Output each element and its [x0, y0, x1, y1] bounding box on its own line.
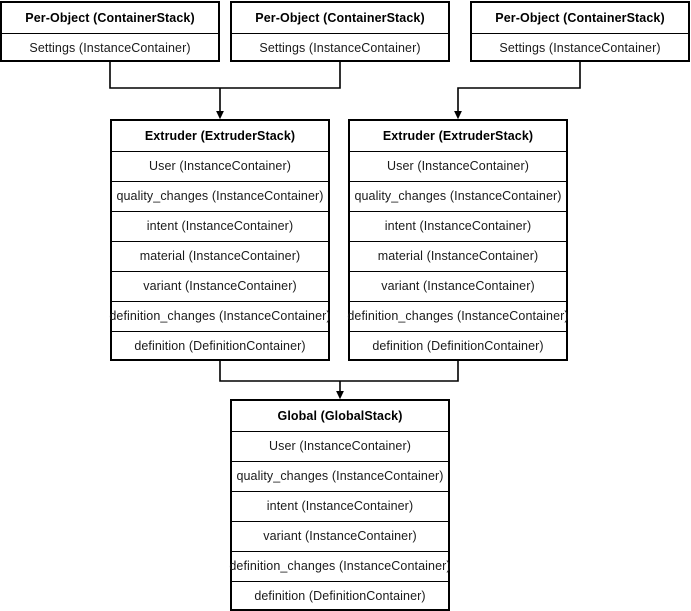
node-header: Extruder (ExtruderStack) — [144, 128, 296, 143]
edge-extruder1-to-global — [219, 361, 340, 382]
node-row-intent: intent (InstanceContainer) — [350, 211, 566, 241]
edge-perobject3-to-extruder2 — [454, 61, 581, 120]
node-per-object-1[interactable]: Per-Object (ContainerStack) Settings (In… — [0, 1, 220, 62]
node-header: Extruder (ExtruderStack) — [382, 128, 534, 143]
node-header: Global (GlobalStack) — [277, 408, 403, 423]
node-row-variant: variant (InstanceContainer) — [350, 271, 566, 301]
edge-extruder2-to-global — [340, 361, 459, 382]
node-row-user: User (InstanceContainer) — [232, 431, 448, 461]
node-header: Per-Object (ContainerStack) — [25, 10, 195, 25]
node-row-definition-changes: definition_changes (InstanceContainer) — [347, 301, 569, 331]
node-row-material: material (InstanceContainer) — [350, 241, 566, 271]
node-row-intent: intent (InstanceContainer) — [112, 211, 328, 241]
edge-perobject1-to-extruder1 — [109, 61, 220, 89]
node-row-intent: intent (InstanceContainer) — [232, 491, 448, 521]
node-row-definition: definition (DefinitionContainer) — [232, 581, 448, 611]
node-row-definition: definition (DefinitionContainer) — [350, 331, 566, 361]
node-row-variant: variant (InstanceContainer) — [112, 271, 328, 301]
node-header: Per-Object (ContainerStack) — [495, 10, 665, 25]
node-row-quality-changes: quality_changes (InstanceContainer) — [232, 461, 448, 491]
node-row-settings: Settings (InstanceContainer) — [2, 33, 218, 62]
node-row-user: User (InstanceContainer) — [350, 151, 566, 181]
node-row-user: User (InstanceContainer) — [112, 151, 328, 181]
node-per-object-3[interactable]: Per-Object (ContainerStack) Settings (In… — [470, 1, 690, 62]
node-row-definition: definition (DefinitionContainer) — [112, 331, 328, 361]
node-row-settings: Settings (InstanceContainer) — [232, 33, 448, 62]
node-row-material: material (InstanceContainer) — [112, 241, 328, 271]
node-global-stack[interactable]: Global (GlobalStack) User (InstanceConta… — [229, 399, 451, 611]
node-header: Per-Object (ContainerStack) — [255, 10, 425, 25]
node-per-object-2[interactable]: Per-Object (ContainerStack) Settings (In… — [230, 1, 450, 62]
node-extruder-2[interactable]: Extruder (ExtruderStack) User (InstanceC… — [347, 119, 569, 361]
node-row-definition-changes: definition_changes (InstanceContainer) — [109, 301, 331, 331]
node-row-variant: variant (InstanceContainer) — [232, 521, 448, 551]
node-row-settings: Settings (InstanceContainer) — [472, 33, 688, 62]
node-row-definition-changes: definition_changes (InstanceContainer) — [229, 551, 451, 581]
node-row-quality-changes: quality_changes (InstanceContainer) — [112, 181, 328, 211]
node-extruder-1[interactable]: Extruder (ExtruderStack) User (InstanceC… — [109, 119, 331, 361]
node-row-quality-changes: quality_changes (InstanceContainer) — [350, 181, 566, 211]
edge-perobject2-to-extruder1 — [220, 61, 341, 89]
